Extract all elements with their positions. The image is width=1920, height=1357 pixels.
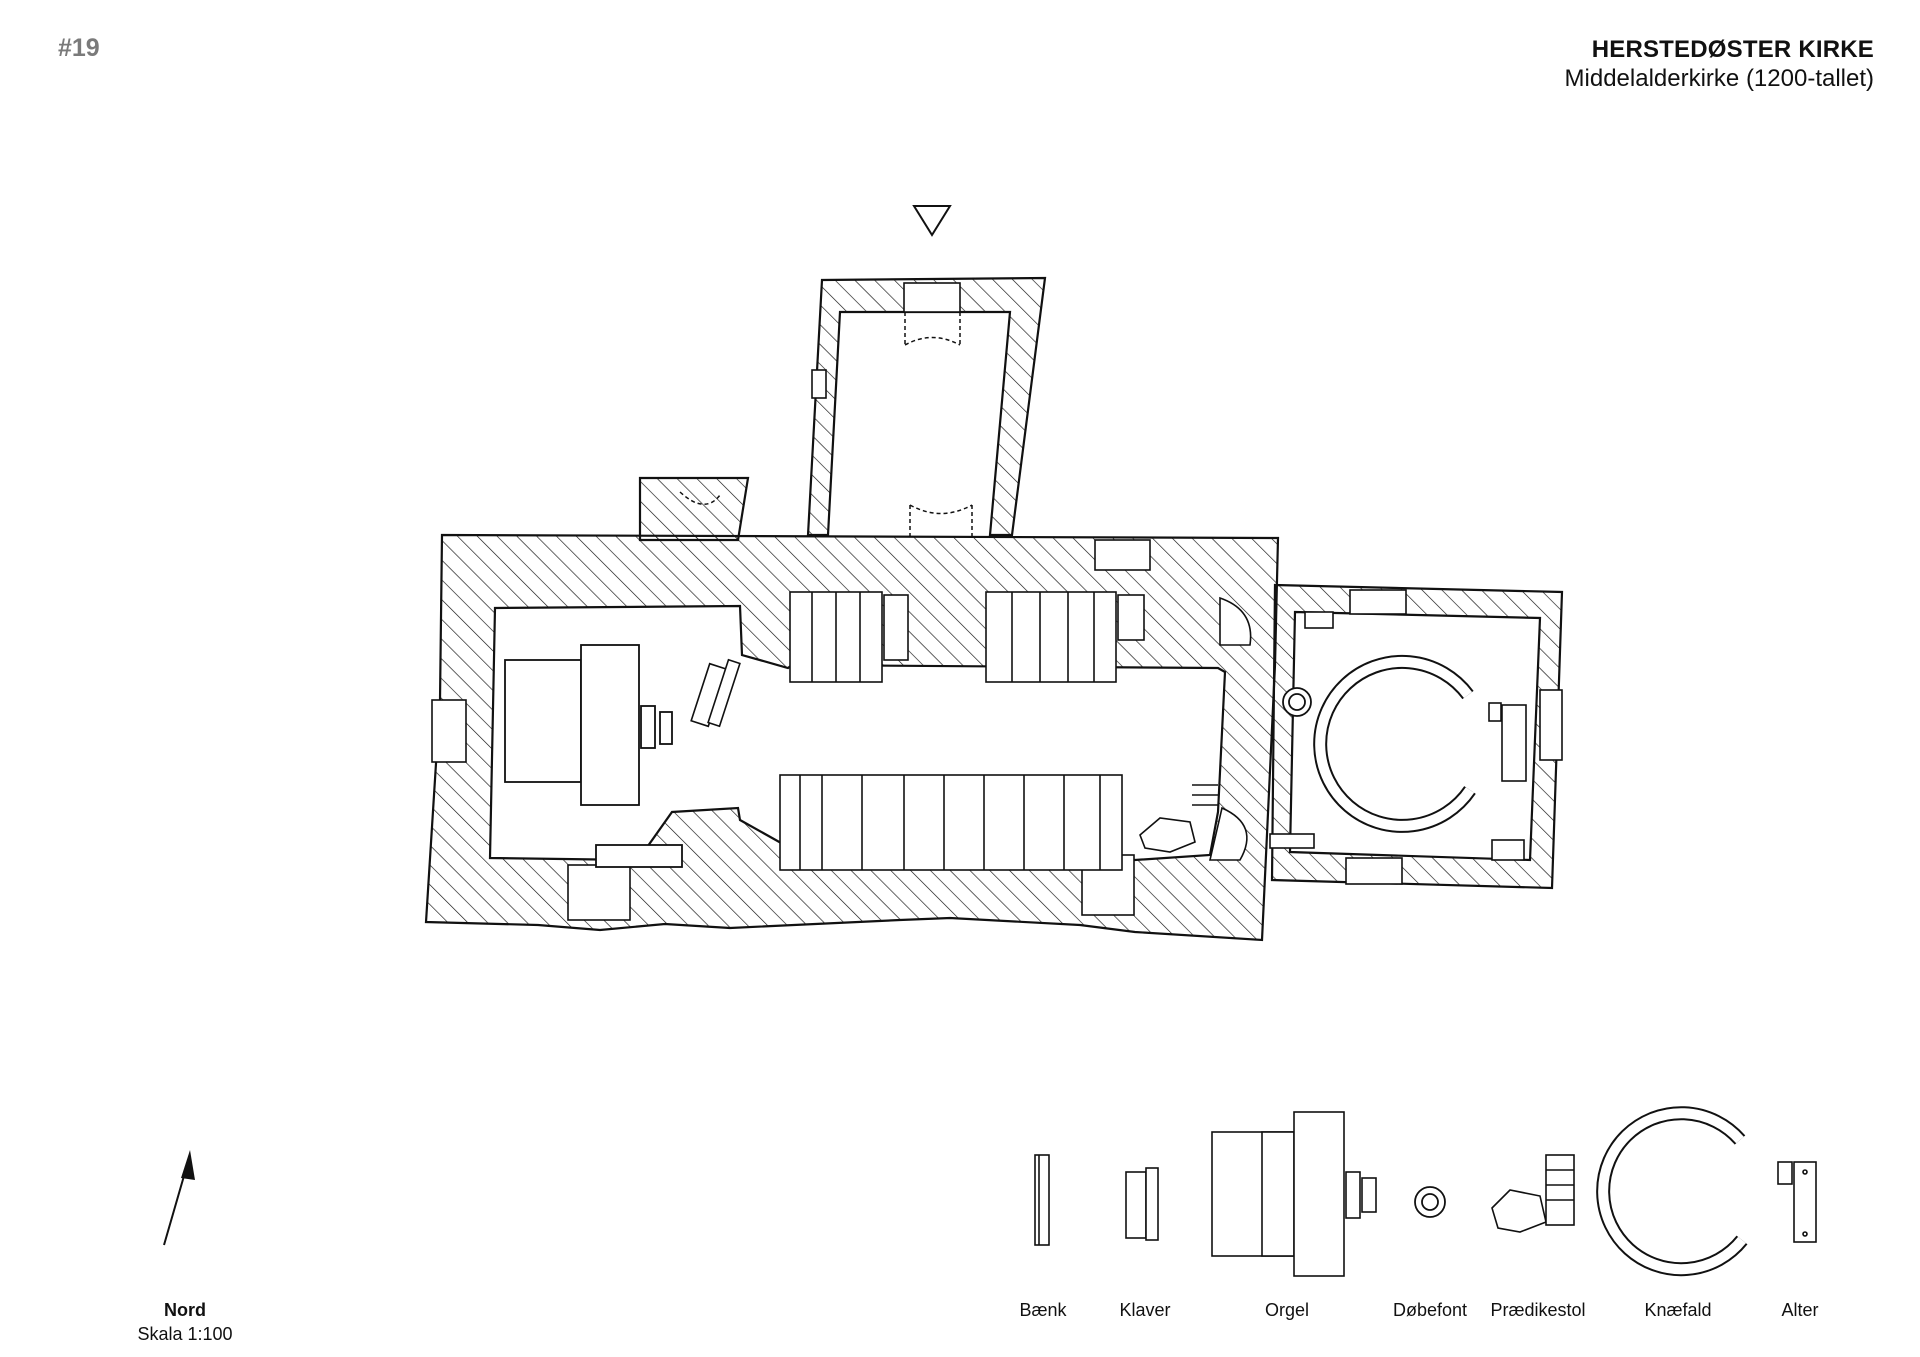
- pulpit-plan: [1139, 596, 1252, 861]
- legend-label-font: Døbefont: [1392, 1300, 1468, 1320]
- organ-plan: [504, 644, 683, 868]
- legend-label-organ: Orgel: [1264, 1300, 1309, 1320]
- legend-label-piano: Klaver: [1119, 1300, 1171, 1320]
- legend-label-pulpit: Prædikestol: [1490, 1300, 1586, 1320]
- benches-south: [779, 774, 1123, 871]
- legend-altar-icon: [1777, 1161, 1817, 1243]
- legend-label-kneeler: Knæfald: [1644, 1300, 1712, 1320]
- page-title: HERSTEDØSTER KIRKE: [1591, 36, 1874, 63]
- doors: [679, 312, 973, 538]
- legend-label-altar: Alter: [1781, 1300, 1819, 1320]
- legend-label-bench: Bænk: [1019, 1300, 1067, 1320]
- legend-pulpit-icon: [1491, 1154, 1575, 1233]
- entrance-marker-icon: [912, 205, 952, 237]
- benches-north: [789, 591, 1145, 683]
- legend-font-icon: [1414, 1186, 1446, 1218]
- north-arrow-icon: [163, 1150, 195, 1246]
- legend-kneeler-icon: [1596, 1106, 1748, 1277]
- legend-organ-icon: [1211, 1111, 1377, 1277]
- piano-plan: [690, 658, 741, 728]
- altar-plan: [1269, 611, 1527, 861]
- windows: [431, 282, 1563, 921]
- header: HERSTEDØSTER KIRKE Middelalderkirke (120…: [1565, 36, 1874, 93]
- legend-piano-icon: [1125, 1167, 1159, 1241]
- page-subtitle: Middelalderkirke (1200-tallet): [1564, 65, 1874, 92]
- baptismal-font-plan: [1282, 687, 1312, 717]
- legend-bench-icon: [1034, 1154, 1050, 1246]
- scale-label: Skala 1:100: [137, 1324, 233, 1344]
- page-number: #19: [58, 34, 100, 62]
- north-label: Nord: [164, 1300, 206, 1320]
